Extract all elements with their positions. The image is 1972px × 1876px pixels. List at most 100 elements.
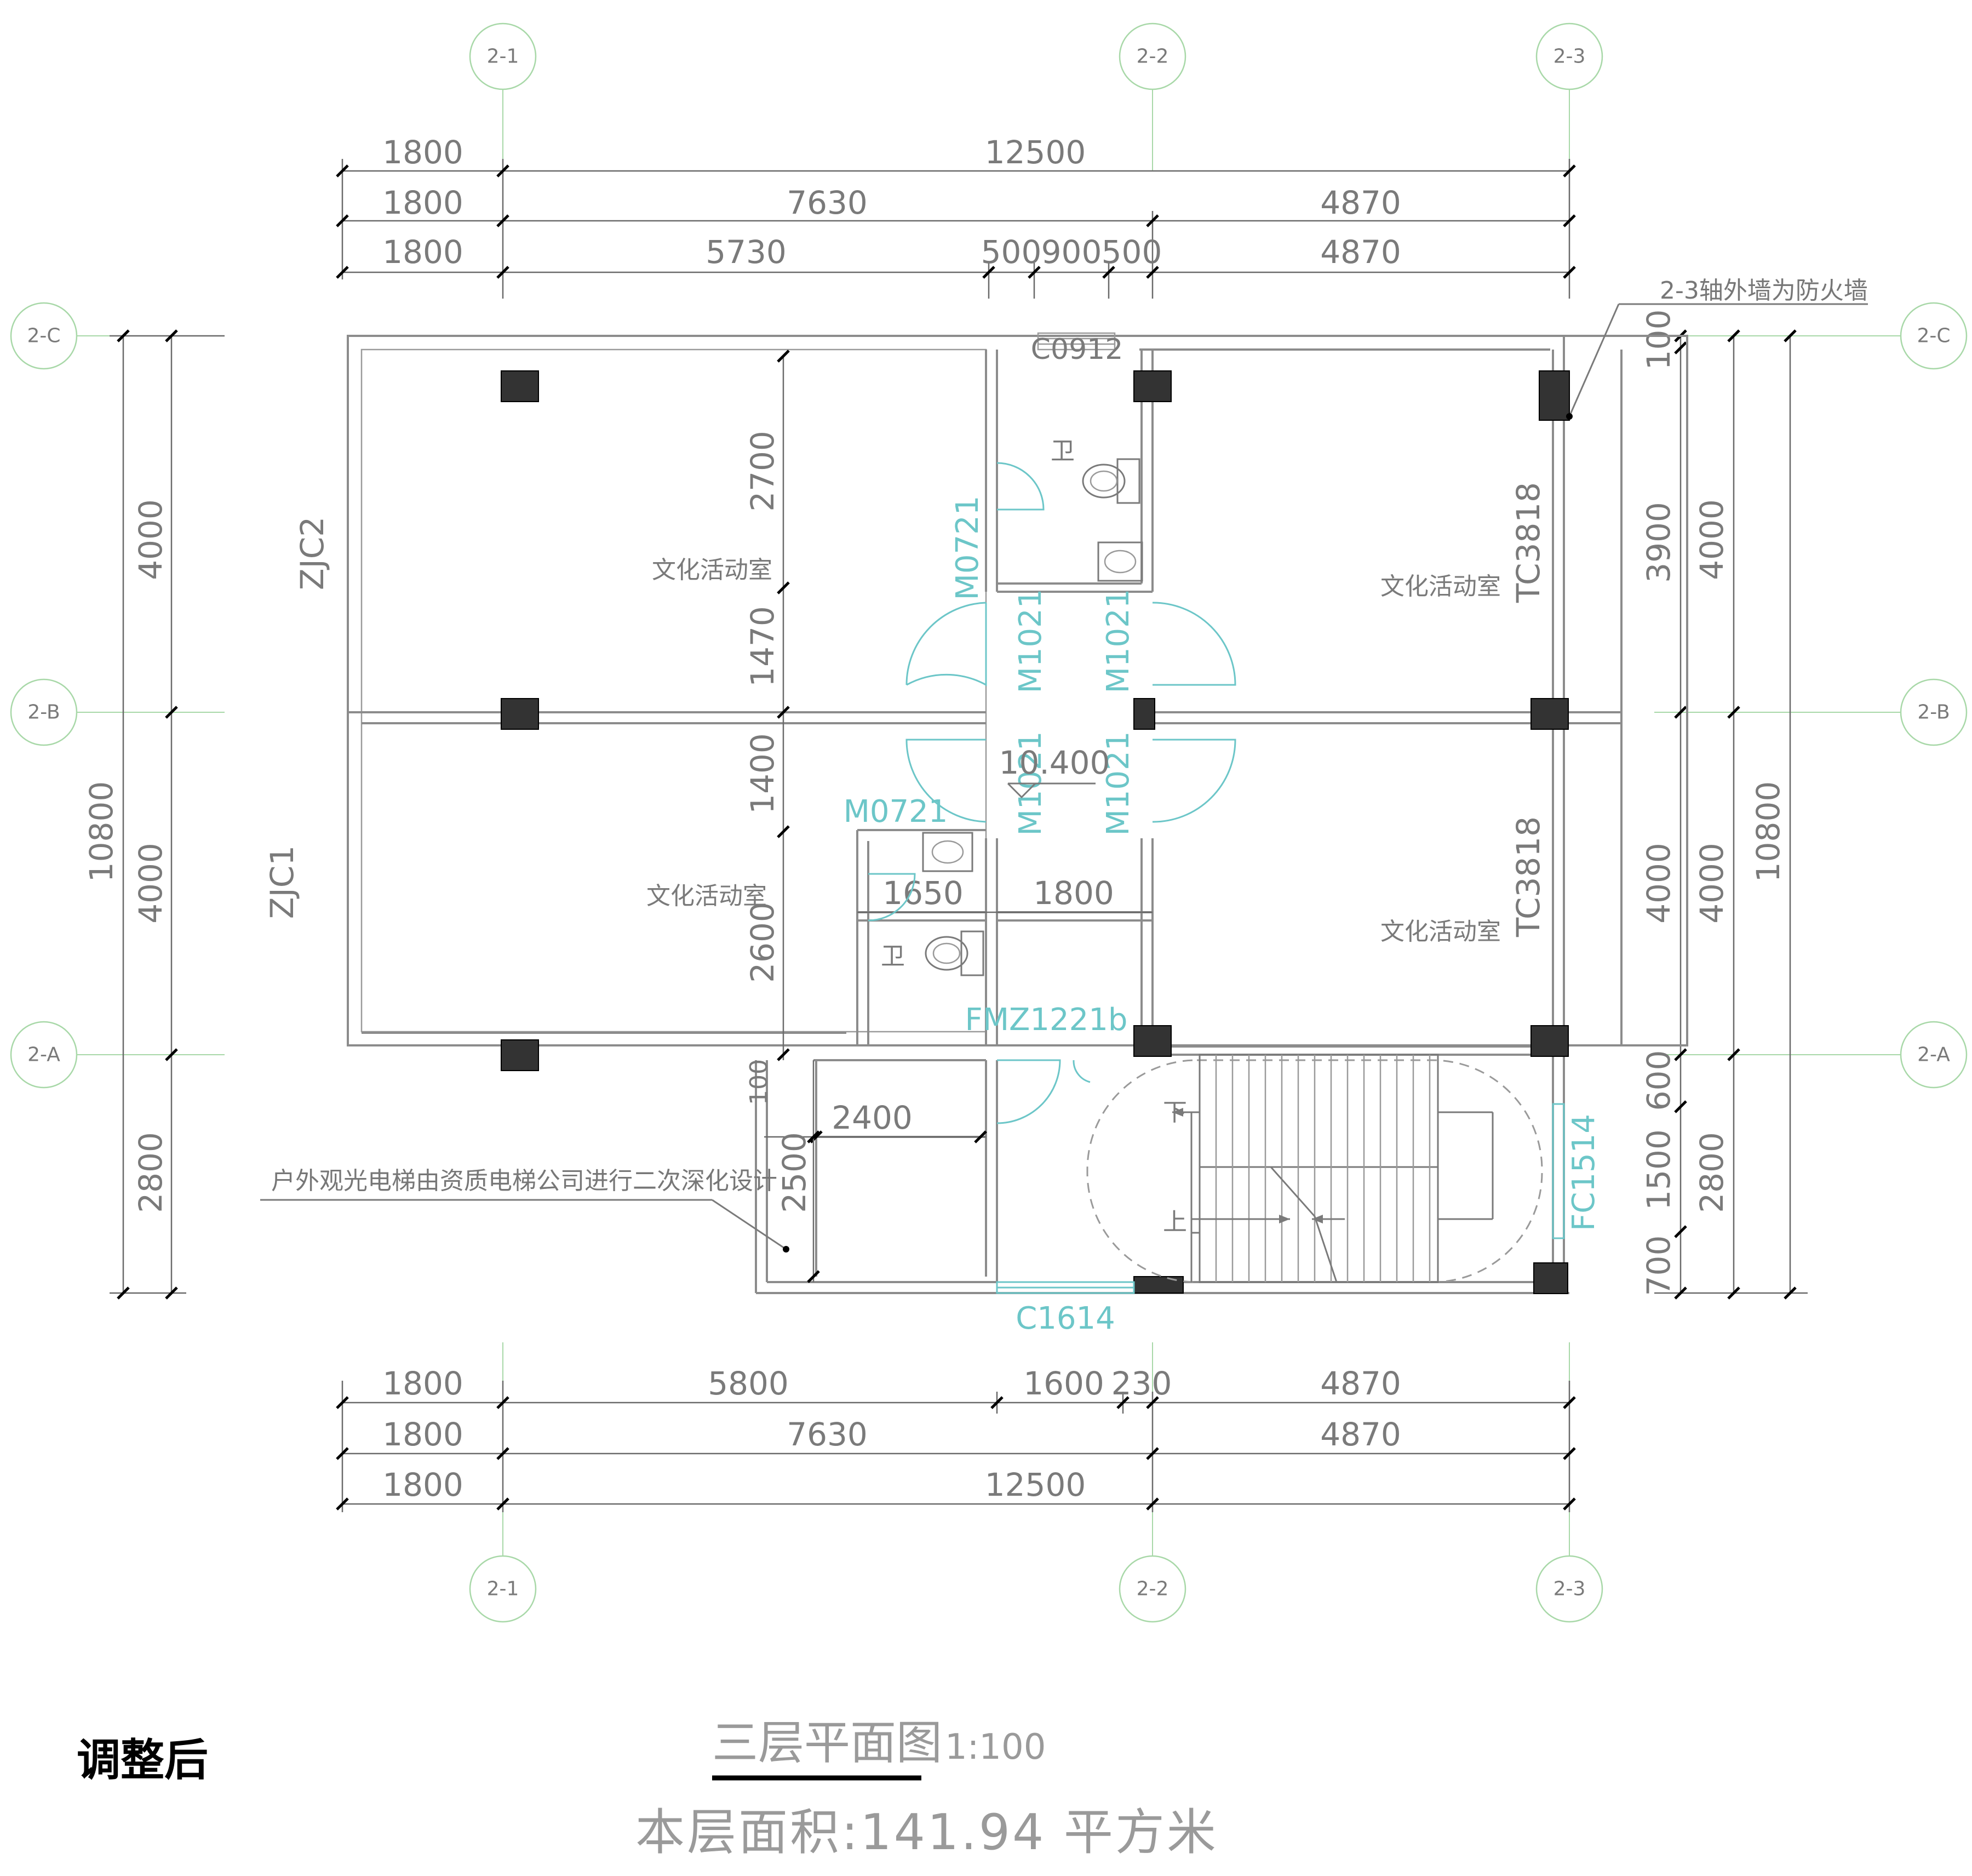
column [1530,698,1569,730]
axis-label: 2-A [1917,1044,1950,1066]
sanitary-fixtures [922,458,1143,976]
axis-bubble-bottom-2: 2-2 [1119,1555,1186,1623]
window-label-tall-upper: TC3818 [1510,482,1547,603]
dim-text: 1800 [382,184,463,221]
room-label-top-right: 文化活动室 [1380,573,1501,600]
dim-text: 4000 [1640,843,1677,924]
dim-text: 1600 [1023,1365,1104,1402]
dim-text: 500 [1102,233,1162,271]
column [1539,370,1570,421]
room-labels: 文化活动室 文化活动室 文化活动室 文化活动室 卫 卫 [646,437,1501,970]
dimension-chains-bottom: 1800 5800 1600 230 4870 1800 7630 4870 1… [336,1365,1576,1512]
dimension-chains-top: 1800 12500 1800 7630 4870 1800 5730 500 … [336,134,1576,299]
leader-dot-icon [783,1246,789,1252]
window-label-tall-lower: TC3818 [1510,816,1547,937]
room-label-bottom-left: 文化活动室 [646,882,767,910]
wall-mark-lower: ZJC1 [263,845,301,919]
axis-label: 2-2 [1137,1578,1169,1600]
dim-text: 5800 [708,1365,789,1402]
floor-area: 本层面积:141.94 平方米 [635,1804,1218,1861]
door-swing-lower-left [905,739,987,823]
axis-bubble-left-a: 2-A [10,1021,78,1089]
dim-text: 7630 [787,1416,868,1453]
axis-label: 2-3 [1553,45,1586,68]
dim-text: 12500 [985,134,1086,171]
column [1133,370,1172,402]
dim-text: 1800 [382,1416,463,1453]
door-swing-fire-leaf [1073,1060,1091,1083]
axis-label: 2-2 [1137,45,1169,68]
axis-bubble-right-c: 2-C [1900,302,1968,370]
status-label: 调整后 [77,1735,208,1786]
arrow-icon [1172,1108,1183,1117]
dim-text: 1470 [744,606,781,687]
axis-bubble-top-1: 2-1 [469,22,537,90]
dim-text: 2800 [132,1132,169,1213]
room-label-bottom-right: 文化活动室 [1380,918,1501,946]
door-swing-upper-left [906,603,987,687]
dimension-chains-right: 100 3900 4000 600 1500 700 4000 4000 280… [1640,310,1808,1300]
door-label-wc-top: M0721 [950,496,985,600]
axis-bubble-left-b: 2-B [10,678,78,746]
axis-label: 2-C [27,325,60,347]
door-label-upper-right: M1021 [1100,589,1136,694]
door-swing-lower-right [1152,739,1236,823]
sink-icon [1097,541,1143,582]
title-block: 调整后 三层平面图 1:100 本层面积:141.94 平方米 [77,1716,1218,1861]
dim-text: 1650 [882,874,964,912]
elevation-label: 10.400 [999,744,1110,781]
dim-text: 4870 [1320,184,1401,221]
axis-bubble-top-2: 2-2 [1119,22,1186,90]
door-swing-upper-right [1152,602,1236,686]
firewall-note: 2-3轴外墙为防火墙 [1566,277,1868,420]
dim-text: 1400 [744,733,781,814]
sink-icon [922,832,973,872]
toilet-icon [1082,458,1140,504]
stair-up-label: 上 [1163,1208,1187,1236]
elevator-note: 户外观光电梯由资质电梯公司进行二次深化设计 [260,1167,789,1252]
elevation-marker: 10.400 [999,744,1110,799]
dim-text: 4000 [1693,499,1730,580]
axis-bubble-left-c: 2-C [10,302,78,370]
column [501,370,539,402]
dim-text: 900 [1041,233,1102,271]
dim-text: 500 [981,233,1042,271]
dim-text: 2800 [1693,1132,1730,1213]
door-label-wc-bottom: M0721 [844,794,948,830]
column [1133,1025,1172,1057]
dim-text: 4870 [1320,1365,1401,1402]
dim-text: 3900 [1640,502,1677,583]
openings: C0912 C1614 M0721 M0721 M1021 M1021 M102… [263,332,1602,1336]
dim-text: 4870 [1320,1416,1401,1453]
dim-text: 5730 [706,233,787,271]
dim-text: 1800 [382,233,463,271]
note-firewall: 2-3轴外墙为防火墙 [1660,277,1868,305]
door-swing-wc-top [996,462,1045,511]
axis-bubble-top-3: 2-3 [1535,22,1603,90]
dim-text: 2400 [832,1099,913,1136]
drawing-title: 三层平面图 [712,1716,942,1770]
axis-label: 2-C [1917,325,1950,347]
column [1533,1262,1568,1294]
door-arc [905,602,987,685]
window-fc1514 [1552,1103,1565,1239]
window-label-top: C0912 [1031,333,1123,366]
column [501,1039,539,1071]
room-label-wc-top: 卫 [1051,437,1075,465]
drawing-scale: 1:100 [945,1727,1046,1768]
interior-dimensions: 2700 1470 1400 2600 100 1650 1800 2400 2… [744,350,1153,1283]
dim-text: 2700 [744,431,781,512]
note-elevator: 户外观光电梯由资质电梯公司进行二次深化设计 [271,1167,777,1195]
stair-down-label: 下 [1163,1099,1187,1126]
dim-text: 7630 [787,184,868,221]
column [1133,698,1155,730]
axis-bubble-bottom-3: 2-3 [1535,1555,1603,1623]
axis-label: 2-B [1917,701,1950,724]
axis-bubble-right-a: 2-A [1900,1021,1968,1089]
dim-text: 230 [1111,1365,1172,1402]
dim-text: 4870 [1320,233,1401,271]
dim-text: 4000 [132,499,169,580]
leader-dot-icon [1566,413,1573,420]
axis-bubble-bottom-1: 2-1 [469,1555,537,1623]
dim-text: 100 [745,1059,773,1105]
